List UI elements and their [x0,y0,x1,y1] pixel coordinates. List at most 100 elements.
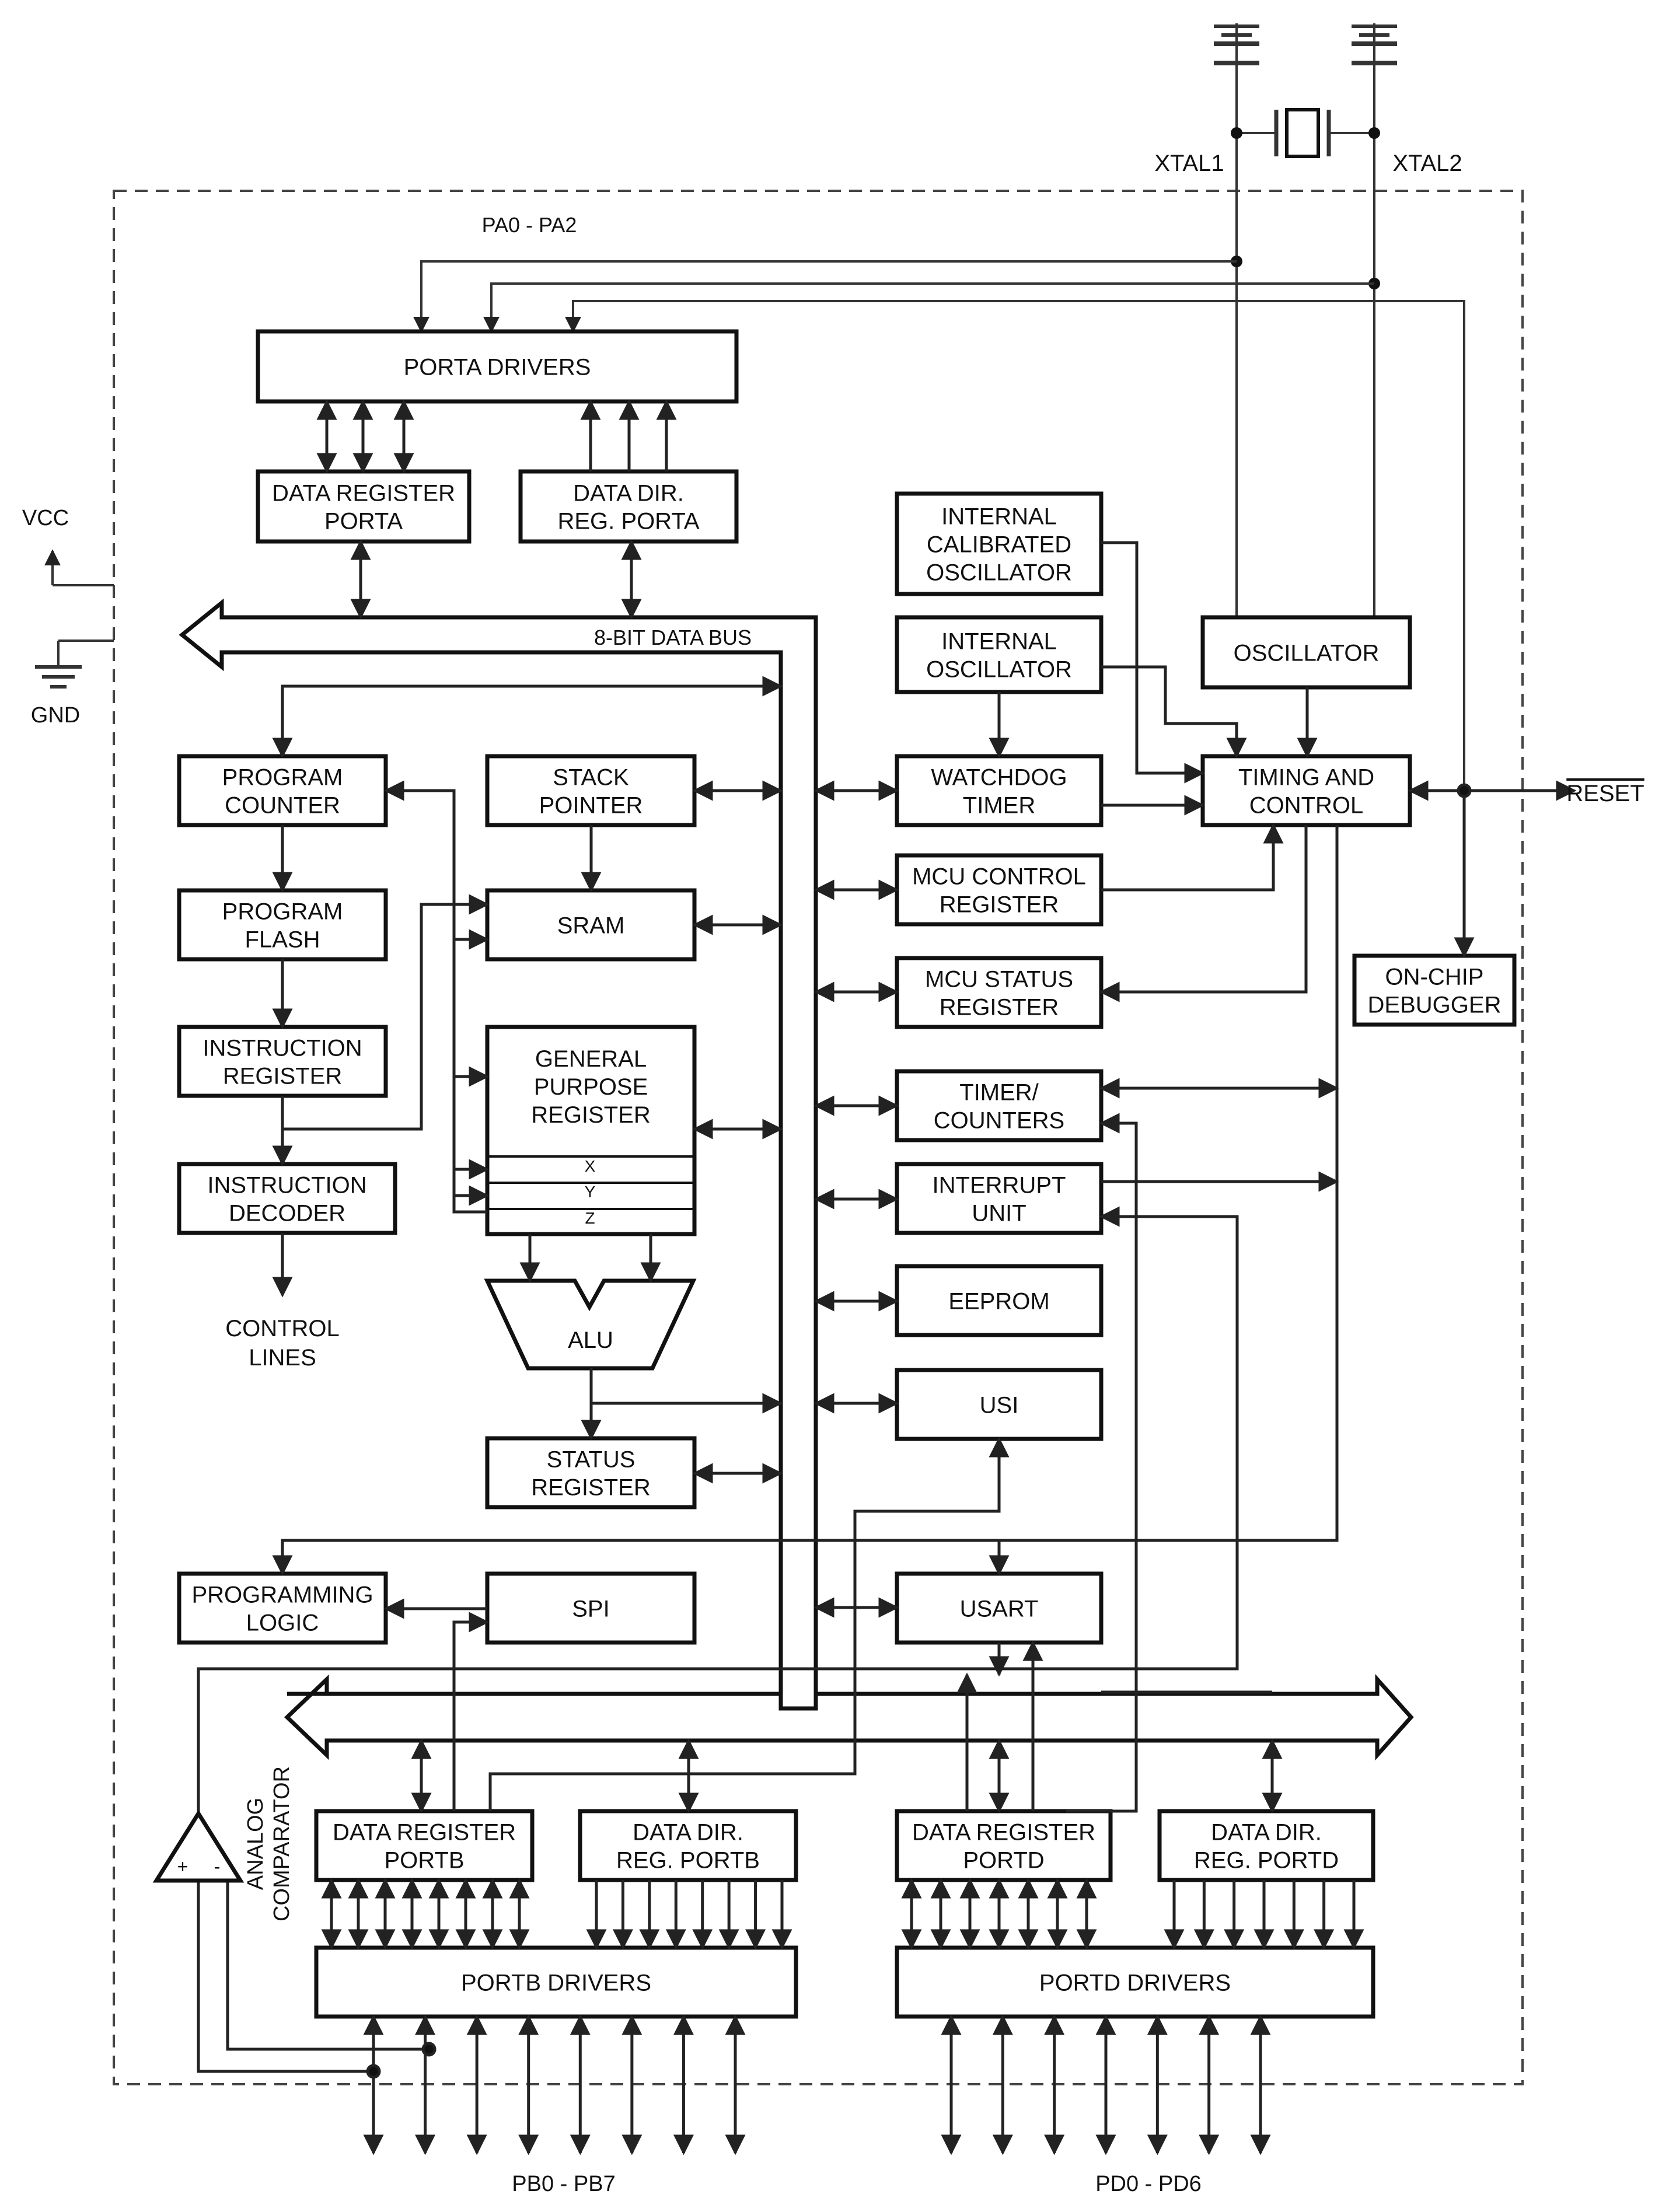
control-lines-label-2: LINES [249,1345,316,1371]
porta-clock-wiring [413,260,1465,787]
programming-logic-label-1: PROGRAMMING [191,1582,373,1608]
wire-39 [1101,665,1247,759]
oscillator-block: OSCILLATOR [1200,615,1412,690]
lower-data-bus [284,1673,1414,1761]
general-purpose-register-label-2: PURPOSE [534,1074,648,1100]
sram-block: SRAM [485,888,697,962]
stack-pointer-label-1: STACK [553,764,629,790]
interrupt-unit-label-2: UNIT [972,1200,1026,1226]
programming-logic-label-2: LOGIC [246,1610,319,1636]
analog-comparator: + - [152,1809,245,1883]
xyz-x: X [585,1157,596,1175]
on-chip-debugger-label-1: ON-CHIP [1385,964,1484,990]
timer-counters-label-1: TIMER/ [959,1079,1039,1105]
wire-9 [272,676,783,759]
timer-counters-label-2: COUNTERS [934,1107,1064,1133]
porta-drivers-block: PORTA DRIVERS [256,329,739,404]
gnd-label: GND [31,703,80,728]
vcc-label: VCC [22,506,69,530]
data-dir-porta-block: DATA DIR.REG. PORTA [518,469,739,544]
crystal-circuit [1214,23,1397,620]
eeprom-block: EEPROM [895,1264,1104,1337]
pd-pins-label: PD0 - PD6 [1095,2172,1202,2196]
wire-27 [383,780,487,1214]
sram-label-1: SRAM [557,913,625,938]
data-dir-porta-label-1: DATA DIR. [573,480,684,506]
wire-52 [197,1206,1239,1813]
xtal2-label: XTAL2 [1392,151,1462,176]
instruction-register-label-1: INSTRUCTION [202,1035,362,1061]
timer-counters-block: TIMER/COUNTERS [895,1069,1104,1142]
internal-calibrated-oscillator-label-3: OSCILLATOR [926,560,1072,585]
analog-label: ANALOG [243,1798,268,1890]
power-pins [35,549,114,689]
general-purpose-register-label-1: GENERAL [535,1046,647,1072]
portb-drivers-block: PORTB DRIVERS [314,1945,798,2019]
comparator-plus: + [177,1856,188,1877]
instruction-register-label-2: REGISTER [223,1063,342,1089]
general-purpose-register-label-3: REGISTER [531,1102,650,1128]
alu-label: ALU [568,1327,613,1353]
data-dir-portb-block: DATA DIR.REG. PORTB [578,1809,798,1882]
watchdog-timer-label-2: TIMER [963,792,1035,818]
usi-label-1: USI [980,1392,1019,1418]
program-counter-label-2: COUNTER [225,792,340,818]
wire-54 [452,1612,490,1811]
comparator-label: COMPARATOR [270,1766,294,1921]
spi-label-1: SPI [572,1596,609,1622]
spi-block: SPI [485,1571,697,1645]
wire-45 [1099,825,1308,1002]
program-flash-label-1: PROGRAM [222,899,343,924]
alu-block: ALU [484,1278,697,1371]
xyz-y: Y [585,1183,596,1201]
data-register-portd-label-2: PORTD [963,1847,1044,1873]
usart-label-1: USART [960,1596,1039,1622]
status-register-label-2: REGISTER [531,1474,650,1500]
junction-dot-1 [1457,783,1472,798]
pb-pins-label: PB0 - PB7 [512,2172,615,2196]
comparator-minus: - [214,1856,221,1877]
instruction-decoder-label-1: INSTRUCTION [207,1172,366,1198]
internal-calibrated-oscillator-label-2: CALIBRATED [927,532,1071,557]
internal-oscillator-label-1: INTERNAL [941,628,1057,654]
data-register-porta-label-1: DATA REGISTER [272,480,455,506]
data-dir-portb-label-1: DATA DIR. [633,1819,743,1845]
wire-64 [226,1881,429,2051]
chip-boundary [113,190,1524,2085]
usart-block: USART [895,1571,1104,1645]
portd-drivers-block: PORTD DRIVERS [895,1945,1375,2019]
mcu-control-register-label-2: REGISTER [940,892,1059,917]
stack-pointer-label-2: POINTER [539,792,643,818]
reset-label: RESET [1566,781,1644,806]
wire-44 [1101,823,1284,892]
wire-63 [197,1881,373,2073]
data-dir-portd-block: DATA DIR.REG. PORTD [1157,1809,1375,1882]
watchdog-timer-label-1: WATCHDOG [931,764,1067,790]
wire-28 [281,894,490,1164]
pa-pins-label: PA0 - PA2 [482,213,577,237]
timing-and-control-label-2: CONTROL [1249,792,1364,818]
data-register-porta-label-2: PORTA [324,508,403,534]
data-dir-portd-label-2: REG. PORTD [1194,1847,1339,1873]
eeprom-label-1: EEPROM [948,1288,1049,1314]
timing-and-control-label-1: TIMING AND [1238,764,1374,790]
xyz-rows [487,1155,693,1210]
data-register-portb-label-2: PORTB [384,1847,464,1873]
data-register-portb-label-1: DATA REGISTER [333,1819,516,1845]
upper-data-bus [179,598,818,1711]
